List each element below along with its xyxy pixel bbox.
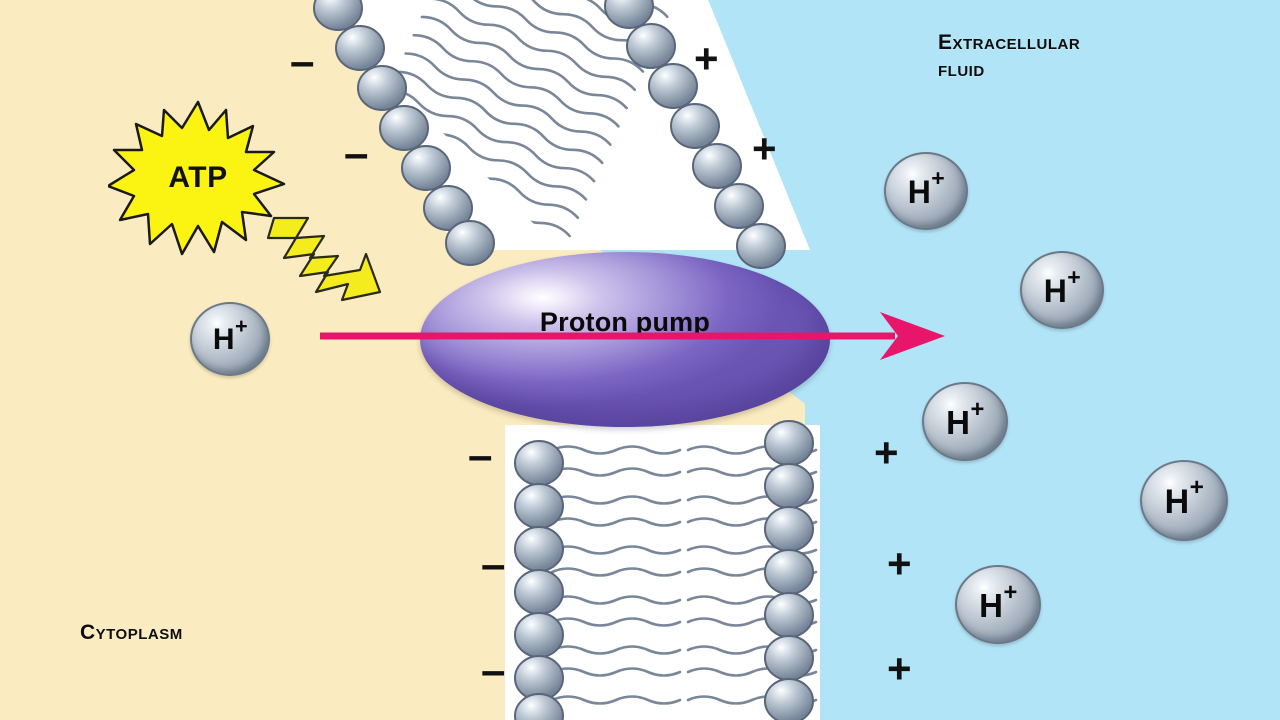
arrow-head bbox=[880, 312, 945, 360]
proton-transport-arrow bbox=[320, 312, 945, 360]
atp-label: ATP bbox=[168, 161, 228, 194]
hydrogen-ion-extracellular: H+ bbox=[1020, 251, 1104, 329]
positive-charge-sign: + bbox=[752, 125, 777, 172]
hydrogen-ion-extracellular: H+ bbox=[1140, 460, 1228, 542]
positive-charge-sign: + bbox=[874, 429, 899, 476]
ion-charge-label: H+ bbox=[979, 579, 1018, 625]
starburst-icon bbox=[108, 100, 286, 256]
ion-charge-label: H+ bbox=[212, 313, 248, 356]
extracellular-background-lower bbox=[805, 250, 1280, 720]
ion-charge-label: H+ bbox=[1043, 264, 1081, 309]
membrane-lower-segment bbox=[505, 420, 820, 720]
hydrogen-ion-extracellular: H+ bbox=[955, 565, 1041, 645]
negative-charge-sign: – bbox=[481, 540, 506, 589]
negative-charge-sign: – bbox=[290, 37, 315, 86]
ion-charge-label: H+ bbox=[907, 165, 945, 210]
membrane-upper-heads-left bbox=[313, 0, 495, 266]
energy-lightning-bolt bbox=[266, 216, 382, 302]
membrane-upper-heads-right bbox=[604, 0, 786, 269]
hydrogen-ion-extracellular: H+ bbox=[884, 152, 968, 230]
membrane-lower-heads-left bbox=[514, 440, 564, 720]
atp-energy-burst bbox=[108, 100, 286, 256]
positive-charge-sign: + bbox=[887, 540, 912, 587]
membrane-upper-segment bbox=[313, 0, 810, 269]
cytoplasm-label: Cytoplasm bbox=[80, 621, 183, 644]
negative-charge-sign: – bbox=[481, 646, 506, 695]
negative-charge-sign: – bbox=[344, 129, 369, 178]
positive-charge-sign: + bbox=[694, 35, 719, 82]
negative-charge-sign: – bbox=[468, 431, 493, 480]
extracellular-background-upper bbox=[700, 0, 1280, 260]
hydrogen-ion-extracellular: H+ bbox=[922, 382, 1008, 462]
ion-charge-label: H+ bbox=[1164, 473, 1204, 521]
proton-pump-label: Proton pump bbox=[539, 307, 711, 337]
ion-charge-label: H+ bbox=[946, 396, 985, 442]
hydrogen-ion-cytoplasm: H+ bbox=[190, 302, 270, 376]
positive-charge-sign: + bbox=[887, 645, 912, 692]
extracellular-fluid-label: Extracellular fluid bbox=[938, 31, 1081, 81]
membrane-lower-heads-right bbox=[764, 420, 814, 720]
